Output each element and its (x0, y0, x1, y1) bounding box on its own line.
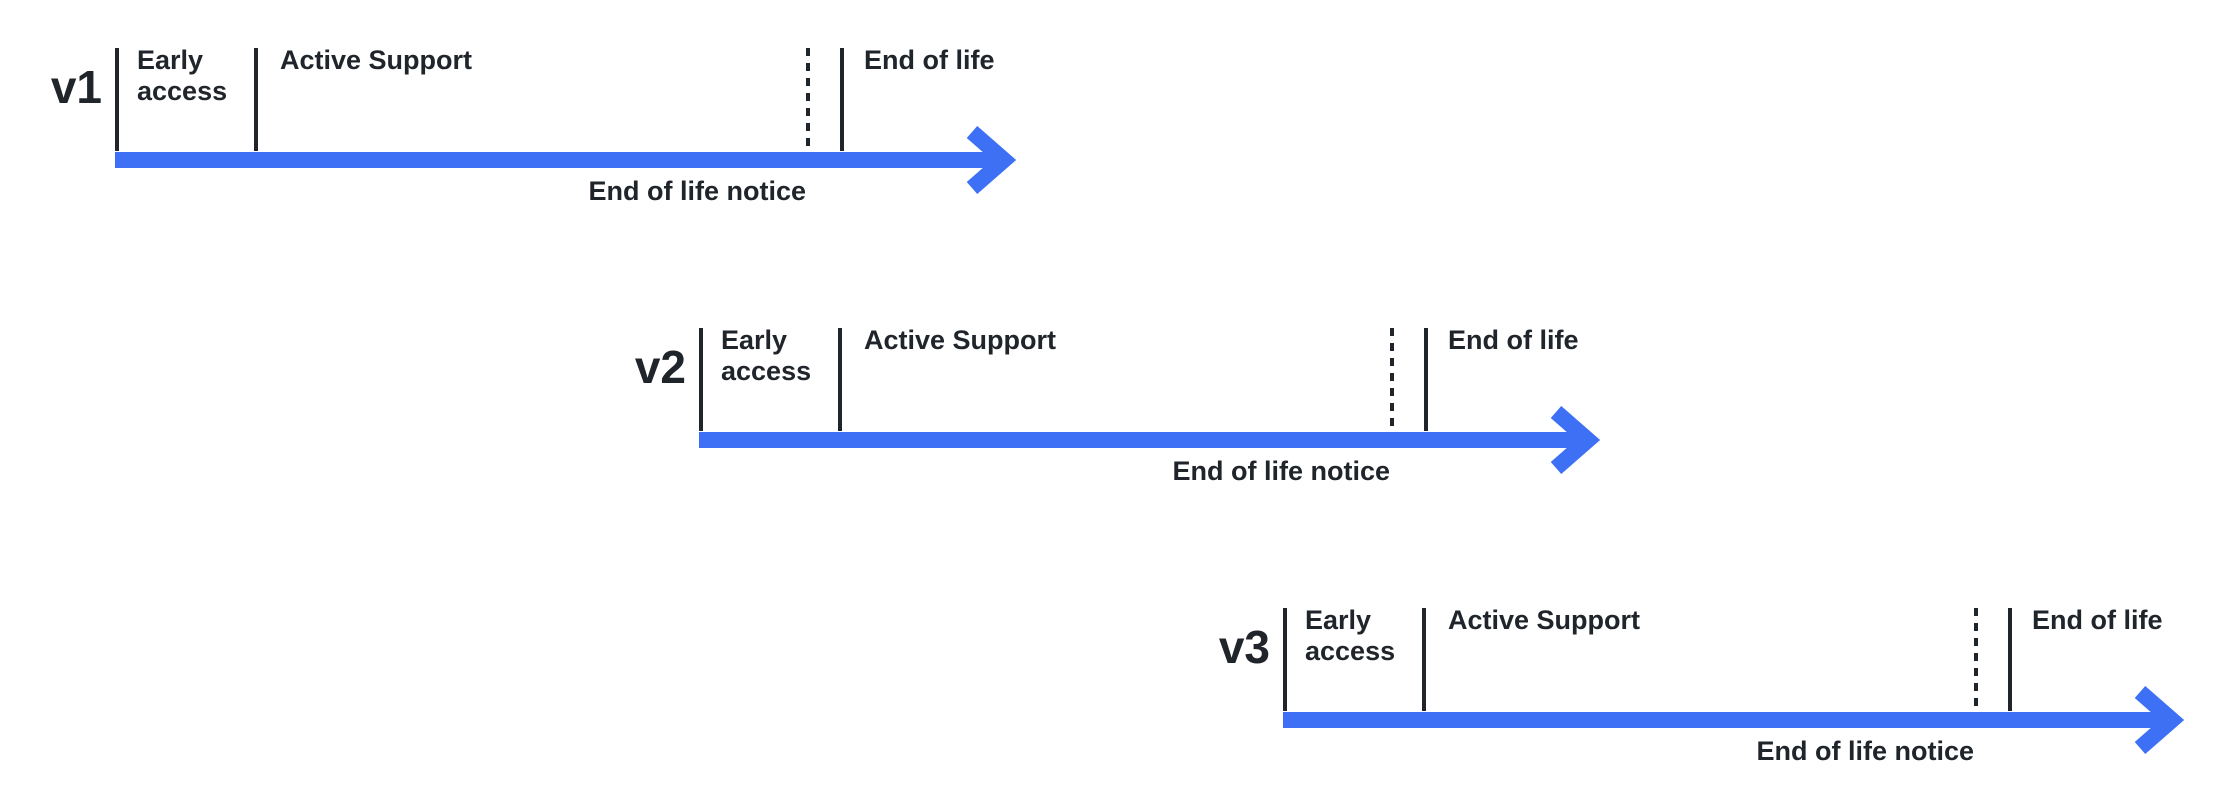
end-of-life-label: End of life (1448, 325, 1579, 355)
timeline-arrow-head-icon (1550, 405, 1601, 475)
end-of-life-notice-label: End of life notice (588, 176, 806, 206)
early-access-label: Early access (721, 325, 812, 386)
timeline-row-v2: v2 Early access Active Support End of li… (584, 280, 1654, 495)
timeline-row-v1: v1 Early access Active Support End of li… (0, 0, 1070, 215)
timeline-arrow-head-icon (966, 125, 1017, 195)
version-label: v2 (634, 341, 686, 393)
end-of-life-label: End of life (2032, 605, 2163, 635)
timeline-row-v3: v3 Early access Active Support End of li… (1168, 560, 2228, 775)
timeline-graphics (1283, 608, 2185, 755)
version-label: v1 (50, 61, 102, 113)
timeline-arrow-head-icon (2134, 685, 2185, 755)
end-of-life-notice-label: End of life notice (1172, 456, 1390, 486)
active-support-label: Active Support (864, 325, 1057, 355)
timeline-graphics (115, 48, 1017, 195)
early-access-label: Early access (137, 45, 228, 106)
active-support-label: Active Support (1448, 605, 1641, 635)
active-support-label: Active Support (280, 45, 473, 75)
end-of-life-label: End of life (864, 45, 995, 75)
version-label: v3 (1218, 621, 1270, 673)
timeline-graphics (699, 328, 1601, 475)
early-access-label: Early access (1305, 605, 1396, 666)
end-of-life-notice-label: End of life notice (1756, 736, 1974, 766)
